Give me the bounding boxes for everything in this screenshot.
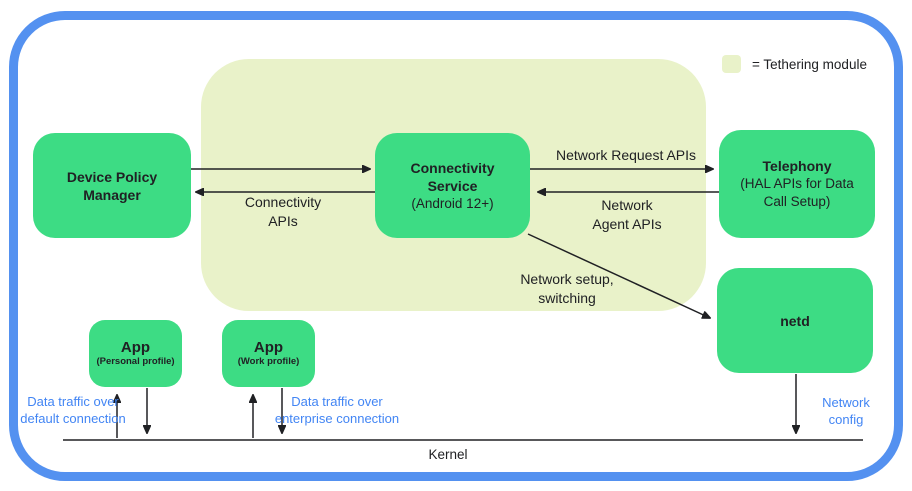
tethering-module-swatch-icon bbox=[722, 55, 741, 73]
network-setup-switching-label: Network setup, switching bbox=[520, 271, 614, 306]
kernel-label: Kernel bbox=[428, 447, 468, 462]
connectivity-service-box: Connectivity Service (Android 12+) bbox=[375, 133, 530, 238]
connectivity-service-title: Connectivity Service bbox=[410, 159, 495, 194]
network-request-apis-label: Network Request APIs bbox=[555, 147, 697, 163]
network-agent-apis-label: Network Agent APIs bbox=[592, 197, 662, 232]
app-personal-subtitle: (Personal profile) bbox=[96, 356, 175, 367]
app-work-title: App bbox=[253, 339, 284, 356]
telephony-subtitle: (HAL APIs for Data Call Setup) bbox=[740, 176, 854, 209]
app-work-subtitle: (Work profile) bbox=[237, 356, 300, 367]
legend-label: = Tethering module bbox=[752, 56, 867, 72]
app-work-profile-box: App (Work profile) bbox=[222, 320, 315, 387]
device-boundary-frame bbox=[9, 11, 903, 481]
network-config-label: Network config bbox=[822, 395, 870, 427]
connectivity-apis-label: Connectivity APIs bbox=[244, 194, 322, 229]
device-policy-manager-box: Device Policy Manager bbox=[33, 133, 191, 238]
telephony-box: Telephony (HAL APIs for Data Call Setup) bbox=[719, 130, 875, 238]
legend: = Tethering module bbox=[722, 55, 867, 73]
connectivity-service-subtitle: (Android 12+) bbox=[411, 195, 494, 211]
netd-box: netd bbox=[717, 268, 873, 373]
data-traffic-enterprise-label: Data traffic over enterprise connection bbox=[274, 394, 400, 426]
data-traffic-default-label: Data traffic over default connection bbox=[20, 394, 126, 426]
app-personal-profile-box: App (Personal profile) bbox=[89, 320, 182, 387]
netd-title: netd bbox=[780, 312, 810, 329]
telephony-title: Telephony bbox=[762, 158, 832, 174]
app-personal-title: App bbox=[120, 339, 151, 356]
device-policy-manager-title: Device Policy Manager bbox=[66, 168, 158, 203]
